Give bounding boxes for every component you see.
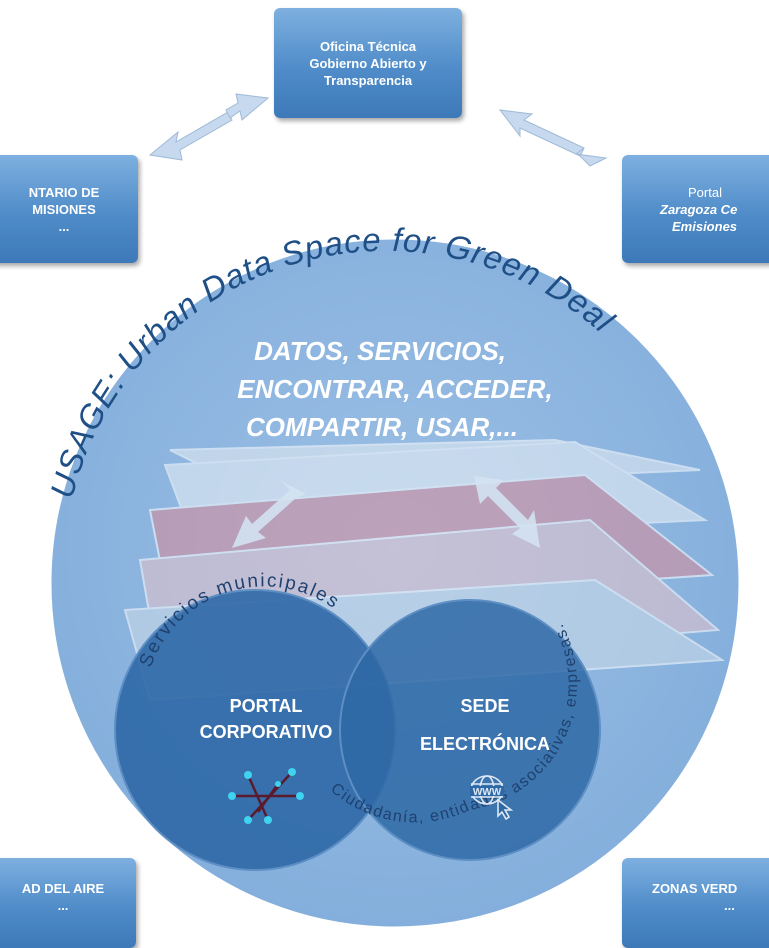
svg-text:WWW: WWW	[473, 787, 502, 798]
portal-line-2: Emisiones	[672, 218, 738, 234]
left-label-1: PORTAL	[230, 696, 303, 716]
www-cursor-icon: WWW	[470, 775, 514, 821]
right-label-1: SEDE	[460, 696, 509, 716]
calidad-line-1: AD DEL AIRE	[21, 881, 105, 896]
inventario-line-3: ...	[58, 218, 70, 234]
portal-line-1: Zaragoza Ce	[660, 201, 738, 217]
double-arrow-right	[474, 476, 540, 548]
big-text-line-1: DATOS, SERVICIOS,	[254, 336, 506, 366]
box-oficina-tecnica: Oficina Técnica Gobierno Abierto y Trans…	[274, 8, 462, 118]
arrow-right-top	[498, 109, 608, 167]
calidad-line-2: ...	[57, 898, 69, 913]
right-circle-label: SEDE ELECTRÓNICA	[420, 696, 550, 754]
left-label-2: CORPORATIVO	[200, 722, 333, 742]
zonas-line-2: ...	[724, 898, 735, 913]
box-calidad-aire: AD DEL AIRE ...	[0, 858, 136, 948]
box-inventario: NTARIO DE MISIONES ...	[0, 155, 138, 263]
oficina-line-2: Gobierno Abierto y	[309, 55, 427, 71]
box-portal: Portal Zaragoza Ce Emisiones	[622, 155, 769, 263]
big-text-line-3: COMPARTIR, USAR,...	[246, 412, 518, 442]
oficina-line-3: Transparencia	[323, 72, 413, 88]
inventario-line-2: MISIONES	[32, 201, 96, 217]
left-circle-label: PORTAL CORPORATIVO	[200, 696, 333, 742]
right-label-2: ELECTRÓNICA	[420, 733, 550, 754]
inventario-line-1: NTARIO DE	[28, 184, 100, 200]
double-arrow-left	[232, 480, 306, 548]
arrow-left-top	[148, 93, 270, 161]
network-hub-icon	[228, 768, 304, 824]
box-zonas-verdes: ZONAS VERD ...	[622, 858, 769, 948]
portal-title: Portal	[688, 184, 722, 200]
big-text-line-2: ENCONTRAR, ACCEDER,	[237, 374, 552, 404]
inner-circle-right	[339, 599, 601, 861]
oficina-line-1: Oficina Técnica	[319, 38, 417, 54]
big-text: DATOS, SERVICIOS, ENCONTRAR, ACCEDER, CO…	[237, 336, 552, 442]
zonas-line-1: ZONAS VERD	[652, 881, 738, 896]
